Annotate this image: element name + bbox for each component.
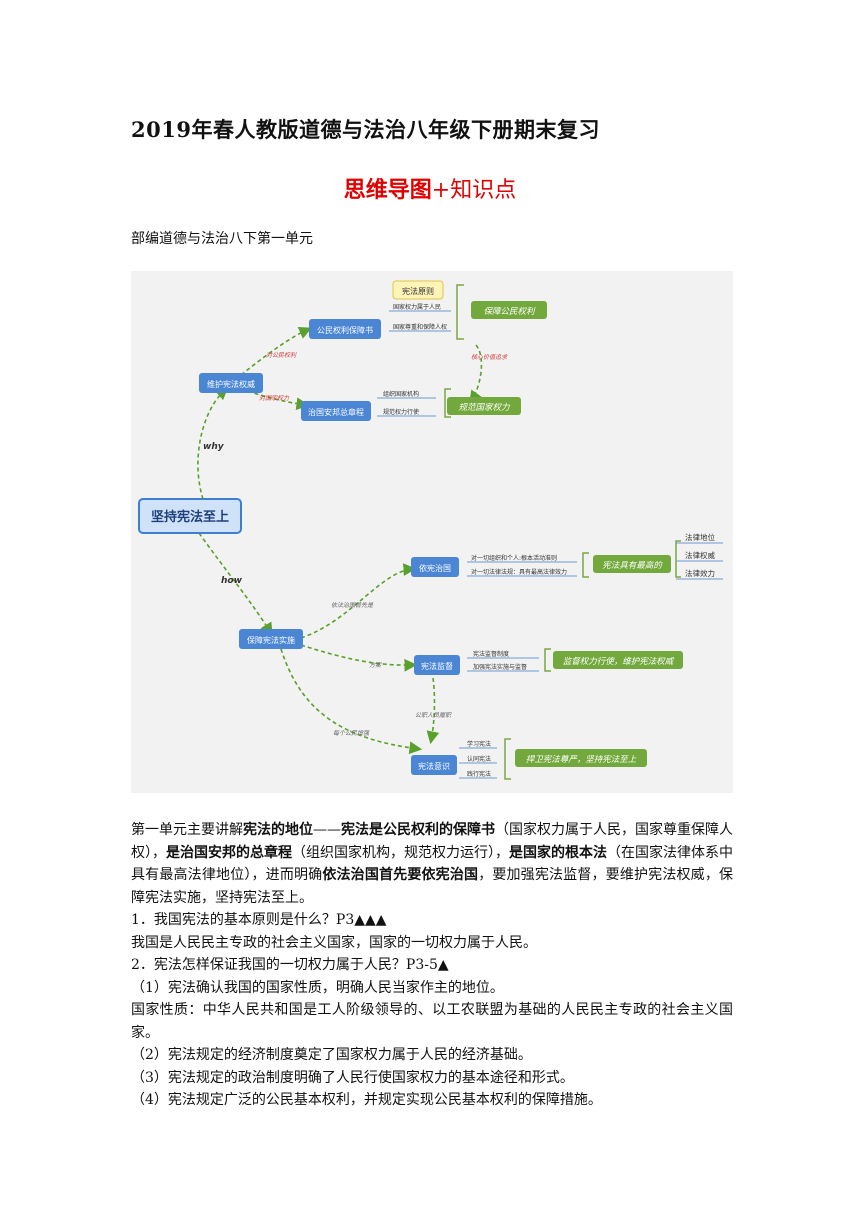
green-guifan: 规范国家权力 bbox=[458, 402, 511, 413]
node-weihu: 维护宪法权威 bbox=[207, 379, 255, 389]
node-yishi-box bbox=[411, 755, 457, 775]
root-node: 坚持宪法至上 bbox=[151, 509, 229, 525]
root-node-box bbox=[138, 498, 242, 534]
leaf-zuzhi-yiju: 对一切组织和个人:根本活动准则 bbox=[471, 554, 557, 562]
leaf-lines bbox=[377, 310, 723, 779]
node-baozhang-box bbox=[239, 629, 303, 649]
leaf-rentong: 认同宪法 bbox=[467, 755, 491, 763]
node-gongmin: 公民权利保障书 bbox=[317, 325, 373, 335]
p1-g: （组织国家机构，规范权力运行）， bbox=[292, 844, 509, 861]
node-gongmin-box bbox=[309, 319, 381, 339]
node-yixian: 依宪治国 bbox=[419, 563, 451, 573]
leaf-zuzhi: 组织国家机构 bbox=[383, 390, 419, 398]
green-jiandu-box bbox=[553, 651, 683, 669]
p1-a: 第一单元主要讲解 bbox=[131, 822, 243, 838]
unit-heading: 部编道德与法治八下第一单元 bbox=[131, 231, 313, 247]
node-baozhang: 保障宪法实施 bbox=[247, 635, 295, 645]
answer-2-3: （2）宪法规定的经济制度奠定了国家权力属于人民的经济基础。 bbox=[131, 1047, 532, 1063]
edge-labels: 对公民权利 对国家权力 核心价值追求 依法治国首先是 方案 公职人员履职 每个公… bbox=[259, 351, 508, 737]
green-jiandu: 监督权力行使，维护宪法权威 bbox=[563, 656, 675, 667]
answer-2-2: 国家性质：中华人民共和国是工人阶级领导的、以工农联盟为基础的人民民主专政的社会主… bbox=[131, 1002, 733, 1041]
edge-meige: 每个公民增强 bbox=[333, 729, 370, 737]
leaf-texts: 国家权力属于人民 国家尊重和保障人权 组织国家机构 规范权力行使 对一切组织和个… bbox=[383, 303, 567, 778]
green-zuigao: 宪法具有最高的 bbox=[602, 560, 663, 571]
leaf-jiandu-zhidu: 宪法监督制度 bbox=[473, 650, 509, 658]
edge-fangan: 方案 bbox=[369, 661, 382, 669]
leaf-xuexi: 学习宪法 bbox=[467, 740, 491, 748]
answer-1: 我国是人民民主专政的社会主义国家，国家的一切权力属于人民。 bbox=[131, 934, 537, 951]
edge-hexin: 核心价值追求 bbox=[471, 353, 508, 361]
node-jiandu-box bbox=[414, 655, 460, 675]
edge-duigongmin: 对公民权利 bbox=[266, 351, 297, 359]
subtitle-rest: +知识点 bbox=[431, 178, 517, 203]
question-1: 1．我国宪法的基本原则是什么？P3▲▲▲ bbox=[131, 912, 387, 928]
edge-gongmin-zeren: 公职人员履职 bbox=[415, 711, 452, 719]
green-hanwei: 捍卫宪法尊严，坚持宪法至上 bbox=[526, 754, 637, 765]
p1-j: 依法治国首先要依宪治国 bbox=[322, 867, 479, 883]
question-2: 2．宪法怎样保证我国的一切权力属于人民？P3-5▲ bbox=[131, 957, 449, 973]
p1-i: （在国家法律体系中具有最高法律地位），进而明确 bbox=[131, 844, 733, 884]
edge-duiguojia: 对国家权力 bbox=[259, 394, 290, 402]
leaf-renquan: 国家尊重和保障人权 bbox=[393, 323, 447, 331]
leaf-quanwei: 法律权威 bbox=[685, 550, 715, 560]
node-yishi: 宪法意识 bbox=[418, 761, 450, 771]
document-title: 2019年春人教版道德与法治八年级下册期末复习 bbox=[131, 117, 600, 142]
node-weihu-box bbox=[199, 373, 263, 393]
note-xianfa-yuanze: 宪法原则 bbox=[402, 286, 434, 296]
node-yixian-box bbox=[411, 557, 459, 577]
paragraph-summary: 第一单元主要讲解宪法的地位——宪法是公民权利的保障书（国家权力属于人民，国家尊重… bbox=[131, 819, 733, 909]
how-label: how bbox=[221, 576, 243, 586]
leaf-lvxing: 践行宪法 bbox=[467, 770, 491, 778]
body-text: 第一单元主要讲解宪法的地位——宪法是公民权利的保障书（国家权力属于人民，国家尊重… bbox=[131, 819, 733, 1112]
p1-d: 宪法是公民权利的保障书 bbox=[341, 822, 495, 838]
note-xianfa-yuanze-box bbox=[392, 280, 444, 300]
green-guifan-box bbox=[447, 397, 521, 415]
green-baozhang: 保障公民权利 bbox=[483, 306, 536, 317]
answer-2-5: （4）宪法规定广泛的公民基本权利，并规定实现公民基本权利的保障措施。 bbox=[131, 1092, 602, 1108]
p1-e: （国家权力属于人民，国家尊重保障人权）， bbox=[131, 822, 733, 861]
answer-2-1: （1）宪法确认我国的国家性质，明确人民当家作主的地位。 bbox=[131, 979, 504, 996]
leaf-xiaoli: 法律效力 bbox=[685, 568, 715, 578]
p1-b: 宪法的地位 bbox=[243, 822, 313, 838]
leaf-guifan: 规范权力行使 bbox=[383, 408, 419, 416]
leaf-jiaqiang: 加强宪法实施与监督 bbox=[473, 663, 527, 671]
p1-k: ，要加强宪法监督，要维护宪法权威，保障宪法实施，坚持宪法至上。 bbox=[131, 867, 734, 906]
answer-2-4: （3）宪法规定的政治制度明确了人民行使国家权力的基本途径和形式。 bbox=[131, 1069, 574, 1086]
node-jiandu: 宪法监督 bbox=[421, 661, 453, 671]
node-zhiguo: 治国安邦总章程 bbox=[308, 407, 364, 417]
mind-map-svg: 坚持宪法至上 why how 维护宪法权威 公民权利保障书 治国安邦总章程 依宪… bbox=[138, 280, 723, 780]
green-boxes: 保障公民权利 规范国家权力 宪法具有最高的 监督权力行使，维护宪法权威 捍卫宪法… bbox=[447, 301, 683, 767]
p1-c: —— bbox=[313, 822, 341, 838]
mind-map: 坚持宪法至上 why how 维护宪法权威 公民权利保障书 治国安邦总章程 依宪… bbox=[131, 271, 733, 793]
leaf-diwei: 法律地位 bbox=[685, 532, 715, 542]
document-subtitle: 思维导图+知识点 bbox=[0, 172, 860, 204]
right-leaf-texts: 法律地位 法律权威 法律效力 bbox=[685, 532, 715, 578]
node-zhiguo-box bbox=[301, 401, 371, 421]
brackets bbox=[444, 284, 681, 780]
green-baozhang-box bbox=[471, 301, 547, 319]
edge-yixian-shouyao: 依法治国首先是 bbox=[331, 601, 374, 609]
green-zuigao-box bbox=[593, 555, 671, 573]
subtitle-bold: 思维导图 bbox=[343, 178, 432, 203]
green-hanwei-box bbox=[515, 749, 647, 767]
leaf-renmin: 国家权力属于人民 bbox=[393, 303, 441, 311]
blue-nodes: 维护宪法权威 公民权利保障书 治国安邦总章程 依宪治国 保障宪法实施 宪法监督 … bbox=[199, 319, 460, 775]
why-label: why bbox=[203, 442, 225, 452]
p1-f: 是治国安邦的总章程 bbox=[166, 844, 292, 861]
p1-h: 是国家的根本法 bbox=[509, 844, 607, 861]
leaf-lifa: 对一切法律法规：具有最高法律效力 bbox=[471, 568, 567, 576]
